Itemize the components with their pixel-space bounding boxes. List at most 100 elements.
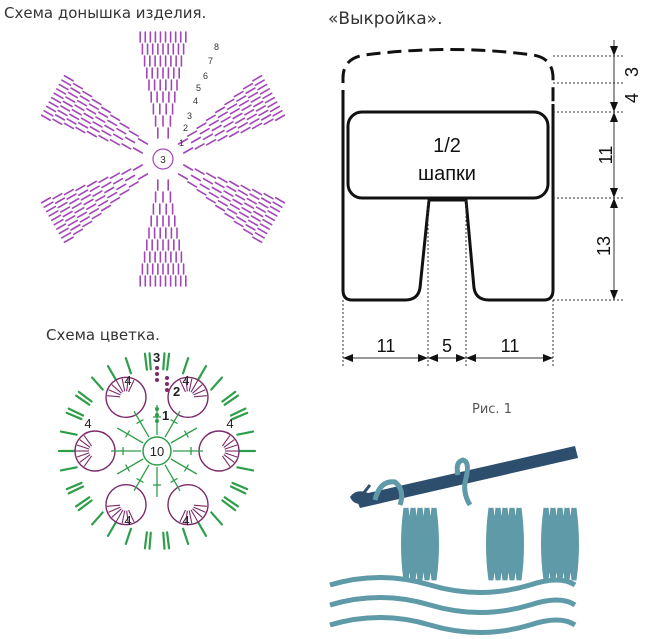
flower-center-label: 10: [150, 444, 164, 459]
flower-inner-stitch: [116, 427, 144, 444]
flower-outer-stitch: [77, 390, 93, 403]
pattern-bottom-dimensions: [342, 200, 554, 368]
bottom-scheme-spoke: [177, 74, 286, 154]
flower-outer-stitch: [221, 390, 237, 403]
bottom-row-label-1: 1: [179, 138, 184, 148]
flower-outer-stitch: [75, 394, 91, 406]
flower-petal-label-bottom-right: 4: [182, 513, 189, 528]
bottom-scheme-spoke: [139, 31, 187, 139]
flower-outer-stitch: [143, 531, 148, 550]
flower-row-label-3: 3: [153, 350, 160, 365]
illustration-puff-cluster: [486, 507, 524, 581]
flower-inner-stitch: [116, 458, 144, 475]
flower-scheme-caption: Схема цветка.: [46, 326, 160, 344]
flower-outer-stitch: [65, 411, 83, 421]
bottom-scheme-center-ring: [152, 148, 174, 170]
pattern-caption: «Выкройка».: [328, 9, 443, 29]
flower-outer-stitch: [106, 365, 118, 382]
flower-inner-stitch: [133, 464, 150, 492]
flower-inner-stitch: [164, 410, 181, 438]
pattern-dim-right-11: 11: [596, 146, 616, 165]
flower-petal: [105, 483, 147, 526]
flower-outer-stitch: [181, 356, 190, 375]
illustration-puff-cluster: [541, 507, 579, 581]
figure-caption: Рис. 1: [472, 402, 512, 417]
flower-outer-stitch: [77, 499, 93, 512]
flower-outer-stitch: [166, 531, 171, 550]
bottom-scheme-spokes: [40, 31, 286, 287]
flower-outer-stitch: [231, 481, 249, 491]
flower-petal-label-top-right: 4: [182, 373, 189, 388]
flower-outer-row: [57, 352, 257, 550]
flower-row-label-1: 1: [162, 408, 169, 423]
flower-outer-stitch: [124, 527, 133, 546]
bottom-scheme-row-labels: 1 2 3 4 5 6 7 8: [179, 42, 219, 148]
pattern-piece-label-fraction: 1/2: [433, 135, 461, 157]
flower-inner-stitch: [164, 464, 181, 492]
flower-petal: [167, 376, 209, 419]
flower-center-ring: [142, 436, 172, 466]
flower-petal-label-bottom-left: 4: [124, 513, 131, 528]
pattern-dim-right-4: 4: [622, 93, 642, 103]
flower-inner-stitch: [170, 458, 198, 475]
flower-outer-stitch: [223, 394, 239, 406]
flower-outer-stitch: [196, 365, 208, 382]
flower-outer-stitch: [91, 376, 104, 391]
bottom-scheme-center-label: 3: [160, 155, 166, 166]
flower-outer-stitch: [236, 466, 255, 472]
pattern-right-dimensions: [553, 40, 625, 301]
flower-outer-stitch: [181, 527, 190, 546]
flower-outer-stitch: [106, 520, 118, 537]
flower-row-label-2: 2: [173, 384, 180, 399]
bottom-scheme-caption: Схема донышка изделия.: [4, 4, 207, 22]
bottom-row-label-8: 8: [214, 42, 219, 52]
bottom-scheme-spoke: [40, 74, 149, 154]
flower-outer-stitch: [223, 496, 239, 508]
flower-outer-stitch: [67, 407, 85, 417]
pattern-dim-bottom-middle: 5: [442, 336, 452, 356]
flower-petal: [105, 376, 147, 419]
flower-outer-stitch: [65, 481, 83, 491]
pattern-piece-label-name: шапки: [418, 163, 476, 185]
pattern-bottom-arrows: [343, 354, 553, 362]
flower-inner-stitch: [133, 410, 150, 438]
flower-outer-stitch: [143, 352, 148, 371]
flower-outer-stitch: [229, 485, 247, 495]
bottom-row-label-4: 4: [193, 96, 198, 106]
bottom-row-label-2: 2: [183, 123, 188, 133]
flower-outer-stitch: [221, 499, 237, 512]
illustration-loops: [401, 507, 579, 581]
flower-outer-stitch: [229, 407, 247, 417]
bottom-scheme-spoke: [40, 164, 149, 244]
flower-outer-stitch: [210, 511, 223, 526]
flower-outer-stitch: [148, 531, 152, 550]
illustration-loop-on-hook: [372, 479, 405, 506]
flower-outer-stitch: [162, 531, 166, 550]
flower-petal-label-top-left: 4: [124, 373, 131, 388]
pattern-dim-bottom-right: 11: [501, 336, 520, 356]
flower-inner-row: [111, 405, 203, 497]
pattern-dim-bottom-left: 11: [377, 336, 396, 356]
bottom-row-label-7: 7: [208, 56, 213, 66]
illustration-base-stitches: [329, 575, 577, 635]
flower-petal-label-right: 4: [226, 416, 233, 431]
pattern-outer-outline: [341, 104, 555, 302]
bottom-scheme-spoke: [177, 164, 286, 244]
pattern-dashed-top: [341, 48, 555, 104]
flower-outer-stitch: [210, 376, 223, 391]
flower-outer-stitch: [196, 520, 208, 537]
flower-inner-stitch: [170, 427, 198, 444]
flower-outer-stitch: [67, 485, 85, 495]
pattern-dim-right-13: 13: [594, 236, 614, 256]
flower-outer-stitch: [166, 352, 171, 371]
flower-outer-stitch: [162, 352, 166, 371]
flower-outer-stitch: [59, 430, 78, 436]
pattern-dim-right-3: 3: [622, 67, 642, 77]
bottom-row-label-3: 3: [187, 111, 192, 121]
flower-outer-stitch: [236, 430, 255, 436]
illustration-puff-cluster: [401, 507, 439, 581]
